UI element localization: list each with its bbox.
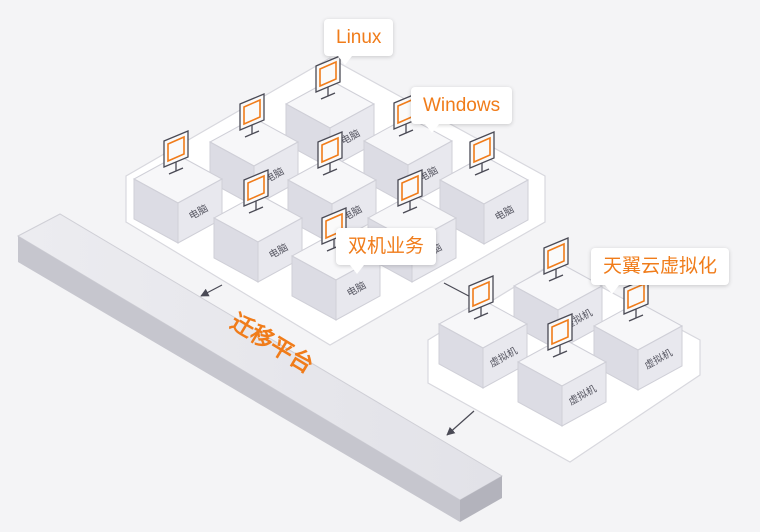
callout-linux-text: Linux: [336, 27, 382, 48]
monitor-icon: [317, 131, 343, 176]
callout-tail: [338, 56, 352, 65]
computer-box: 电脑: [212, 169, 304, 283]
callout-tianyi-text: 天翼云虚拟化: [603, 256, 718, 277]
callout-windows-text: Windows: [423, 95, 501, 116]
monitor-icon: [543, 237, 569, 282]
monitor-icon: [163, 130, 189, 175]
callout-linux: Linux: [324, 19, 394, 65]
callout-tail: [350, 265, 364, 274]
vm-box: 虚拟机: [592, 277, 684, 391]
callout-tianyi: 天翼云虚拟化: [591, 248, 730, 294]
monitor-icon: [239, 93, 265, 138]
callout-dual-text: 双机业务: [348, 236, 425, 257]
computer-box: 电脑: [362, 92, 454, 206]
callout-dual: 双机业务: [336, 228, 437, 274]
arrow-icon: [446, 410, 475, 436]
computer-box: 电脑: [438, 131, 530, 245]
monitor-icon: [468, 275, 494, 320]
monitor-icon: [243, 169, 269, 214]
computer-box: 电脑: [132, 130, 224, 244]
monitor-icon: [397, 169, 423, 214]
monitor-icon: [315, 55, 341, 100]
monitor-icon: [469, 131, 495, 176]
migration-platform: [16, 213, 503, 522]
callout-tail: [425, 124, 439, 133]
monitor-icon: [547, 313, 573, 358]
callout-windows: Windows: [411, 87, 513, 133]
vm-box: 虚拟机: [516, 313, 608, 427]
vm-box: 虚拟机: [437, 275, 529, 389]
callout-tail: [605, 285, 619, 294]
arrow-icon: [200, 284, 223, 297]
computer-box: 电脑: [284, 55, 376, 169]
